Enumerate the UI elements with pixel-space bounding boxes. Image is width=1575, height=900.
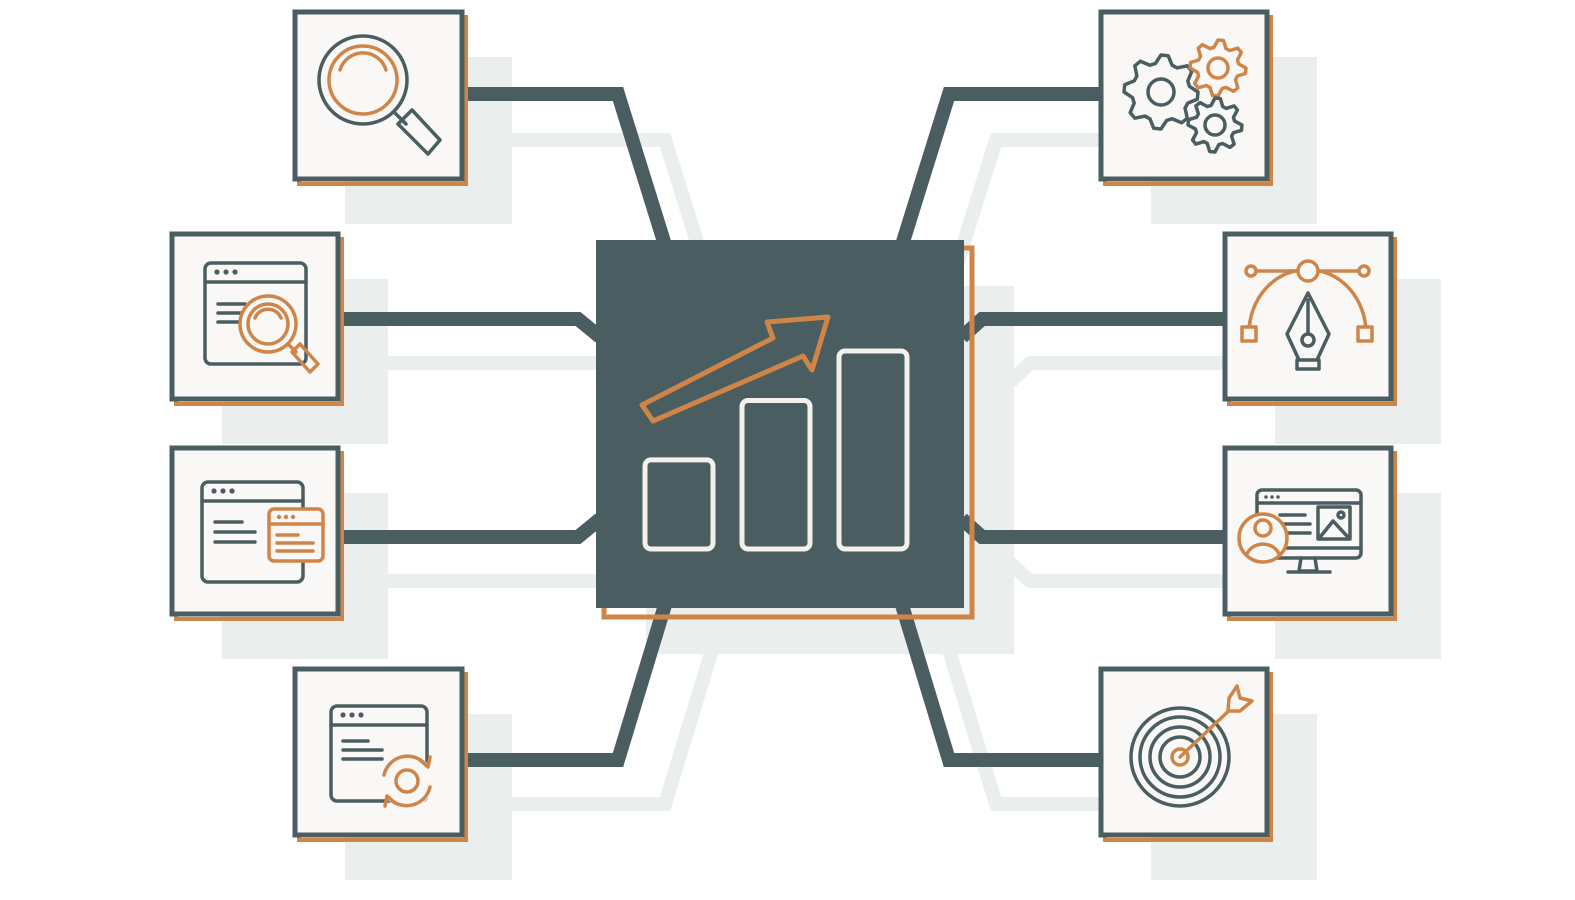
connector-web-search bbox=[338, 312, 605, 343]
satellite-icon-layer bbox=[200, 34, 1374, 808]
chart-bar-3 bbox=[836, 348, 910, 552]
growth-chart-icon bbox=[639, 314, 910, 552]
ghost-connector bbox=[1005, 356, 1280, 388]
browser-windows-icon bbox=[200, 480, 325, 584]
connector-user-content bbox=[957, 513, 1230, 544]
satellite-web-refresh bbox=[292, 666, 468, 842]
target-icon bbox=[1129, 684, 1254, 808]
magnifier-icon bbox=[317, 34, 442, 156]
chart-bar-1 bbox=[642, 457, 716, 552]
connector-search bbox=[462, 87, 672, 248]
ghost-connector bbox=[512, 647, 719, 811]
growth-arrow-icon bbox=[639, 314, 831, 424]
ghost-connector bbox=[1005, 557, 1280, 588]
pen-tool-icon bbox=[1240, 259, 1374, 371]
satellite-frame bbox=[292, 666, 465, 838]
hub-box bbox=[596, 240, 975, 620]
connector-web-pages bbox=[338, 513, 605, 544]
connector-web-refresh bbox=[462, 602, 672, 767]
browser-search-icon bbox=[203, 261, 320, 374]
chart-bar-2 bbox=[739, 398, 813, 552]
connector-target bbox=[895, 602, 1105, 767]
connector-design bbox=[957, 312, 1230, 343]
monitor-user-icon bbox=[1237, 488, 1363, 574]
connector-layer bbox=[338, 87, 1230, 767]
connector-settings bbox=[895, 87, 1105, 248]
browser-refresh-icon bbox=[329, 704, 434, 808]
gears-icon bbox=[1122, 38, 1248, 154]
